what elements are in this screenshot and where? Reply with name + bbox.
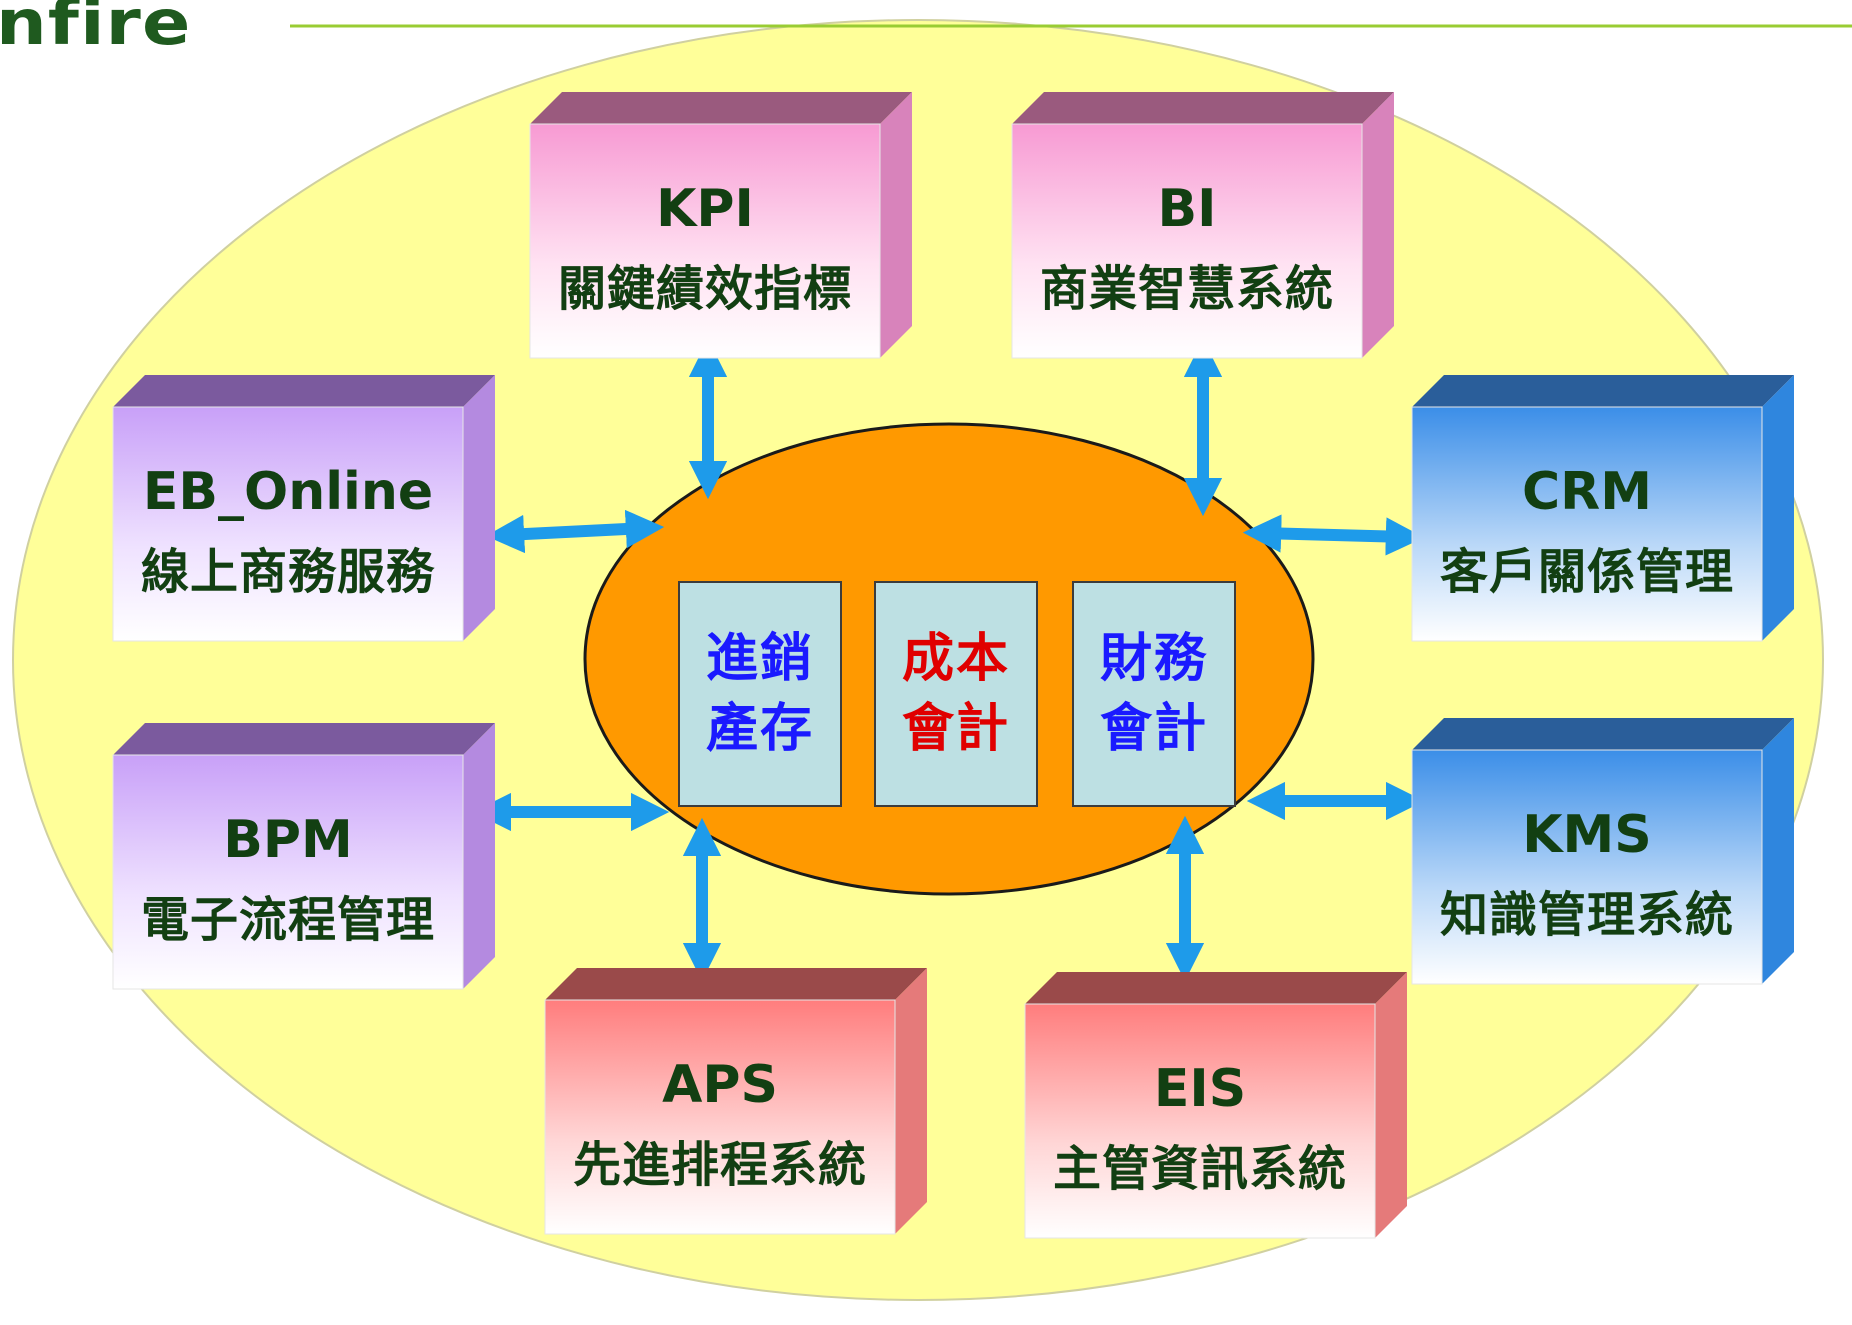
module-bpm-code: BPM bbox=[223, 810, 353, 870]
module-aps-desc: 先進排程系統 bbox=[572, 1137, 867, 1193]
core-box-finance-line2: 會計 bbox=[1099, 699, 1208, 759]
module-aps: APS 先進排程系統 bbox=[544, 968, 927, 1235]
module-aps-box-shape bbox=[544, 968, 927, 1235]
module-crm: CRM 客戶關係管理 bbox=[1411, 375, 1794, 642]
module-eis: EIS 主管資訊系統 bbox=[1024, 972, 1407, 1239]
module-bi-code: BI bbox=[1157, 179, 1217, 239]
module-bpm: BPM 電子流程管理 bbox=[112, 723, 495, 990]
core-box-inventory-line1: 進銷 bbox=[705, 629, 814, 689]
module-bpm-desc: 電子流程管理 bbox=[140, 892, 435, 948]
core-box-finance-line1: 財務 bbox=[1099, 629, 1208, 689]
module-kms-code: KMS bbox=[1522, 805, 1652, 865]
module-bi: BI 商業智慧系統 bbox=[1011, 92, 1394, 359]
module-kpi: KPI 關鍵績效指標 bbox=[529, 92, 912, 359]
module-eis-desc: 主管資訊系統 bbox=[1052, 1141, 1347, 1197]
core-box-cost-line1: 成本 bbox=[901, 629, 1010, 689]
module-kms: KMS 知識管理系統 bbox=[1411, 718, 1794, 985]
module-crm-desc: 客戶關係管理 bbox=[1439, 544, 1734, 600]
core-box-financial-accounting: 財務 會計 bbox=[1072, 581, 1236, 807]
module-crm-box-shape bbox=[1411, 375, 1794, 642]
core-box-cost-line2: 會計 bbox=[901, 699, 1010, 759]
module-eis-box-shape bbox=[1024, 972, 1407, 1239]
core-box-cost-accounting: 成本 會計 bbox=[874, 581, 1038, 807]
arrow-ebonline-core bbox=[485, 509, 665, 554]
module-kms-box-shape bbox=[1411, 718, 1794, 985]
module-kpi-code: KPI bbox=[656, 179, 754, 239]
company-logo: nfire bbox=[0, 0, 192, 59]
module-bi-box-shape bbox=[1011, 92, 1394, 359]
module-kms-desc: 知識管理系統 bbox=[1439, 887, 1734, 943]
module-aps-code: APS bbox=[662, 1055, 778, 1115]
module-bpm-box-shape bbox=[112, 723, 495, 990]
module-eis-code: EIS bbox=[1153, 1059, 1247, 1119]
module-bi-desc: 商業智慧系統 bbox=[1039, 261, 1334, 317]
module-eb-online-desc: 線上商務服務 bbox=[140, 544, 435, 600]
core-box-inventory-line2: 產存 bbox=[705, 699, 814, 759]
module-eb_online-box-shape bbox=[112, 375, 495, 642]
module-crm-code: CRM bbox=[1522, 462, 1652, 522]
core-box-inventory: 進銷 產存 bbox=[678, 581, 842, 807]
arrow-crm-core bbox=[1242, 514, 1425, 556]
module-kpi-desc: 關鍵績效指標 bbox=[557, 261, 852, 317]
module-kpi-box-shape bbox=[529, 92, 912, 359]
module-eb-online-code: EB_Online bbox=[142, 462, 434, 522]
module-eb-online: EB_Online 線上商務服務 bbox=[112, 375, 495, 642]
